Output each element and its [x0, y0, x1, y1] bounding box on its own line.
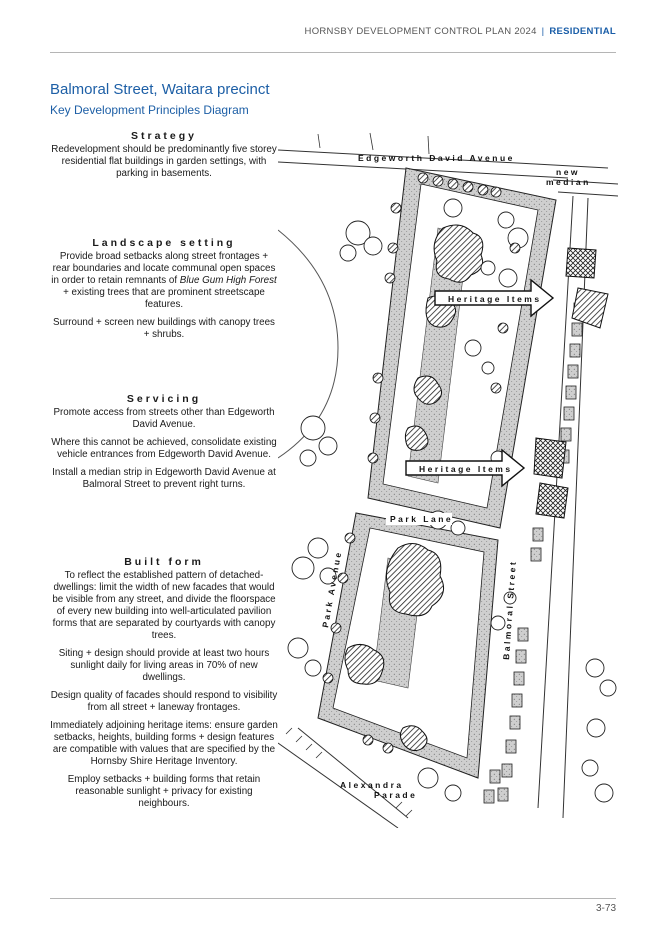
header-document: HORNSBY DEVELOPMENT CONTROL PLAN 2024	[304, 26, 537, 37]
strategy-text-1: Redevelopment should be predominantly fi…	[51, 144, 277, 179]
page-title: Balmoral Street, Waitara precinct	[50, 81, 270, 98]
alexandra-label: Alexandra	[340, 780, 404, 790]
strategy-section: Strategy Redevelopment should be predomi…	[50, 130, 278, 186]
precinct-diagram: Heritage Items Heritage Items Edgeworth …	[278, 132, 618, 828]
built-form-section: Built form To reflect the established pa…	[50, 556, 278, 816]
header-section: RESIDENTIAL	[549, 26, 616, 37]
landscape-text-1-end: + existing trees that are prominent stre…	[63, 287, 265, 310]
built-form-text-4: Immediately adjoining heritage items: en…	[50, 720, 278, 767]
built-form-text-3: Design quality of facades should respond…	[50, 690, 278, 713]
boundary-trees	[322, 172, 521, 754]
landscape-text-1-italic: Blue Gum High Forest	[179, 275, 277, 286]
page-number: 3-73	[595, 903, 616, 914]
landscape-heading: Landscape setting	[92, 237, 236, 249]
servicing-heading: Servicing	[126, 393, 202, 405]
landscape-text-2: Surround + screen new buildings with can…	[53, 317, 275, 340]
servicing-text-3: Install a median strip in Edgeworth Davi…	[52, 467, 276, 490]
heritage-label-2: Heritage Items	[419, 464, 513, 474]
page-subtitle: Key Development Principles Diagram	[50, 103, 249, 117]
servicing-text-2: Where this cannot be achieved, consolida…	[51, 437, 277, 460]
track-ticks	[285, 132, 430, 817]
park-lane-label: Park Lane	[390, 514, 453, 524]
heritage-arrow-2: Heritage Items	[405, 448, 526, 488]
servicing-section: Servicing Promote access from streets ot…	[50, 393, 278, 497]
page-header: HORNSBY DEVELOPMENT CONTROL PLAN 2024 | …	[305, 26, 616, 37]
heritage-items	[533, 247, 609, 519]
built-form-text-2: Siting + design should provide at least …	[58, 648, 270, 683]
footer-rule	[50, 898, 616, 899]
heritage-arrow-1: Heritage Items	[434, 278, 555, 318]
parade-label: Parade	[374, 790, 417, 800]
landscape-text-1-start: Provide broad setbacks along street fron…	[51, 251, 276, 286]
landscape-text-1: Provide broad setbacks along street fron…	[50, 251, 278, 311]
servicing-text-1: Promote access from streets other than E…	[53, 407, 275, 430]
built-form-text-1: To reflect the established pattern of de…	[52, 570, 276, 641]
built-form-heading: Built form	[124, 556, 204, 568]
new-median-label-2: median	[546, 177, 591, 187]
edgeworth-david-avenue-label: Edgeworth David Avenue	[358, 153, 515, 163]
header-separator: |	[541, 26, 545, 37]
strategy-heading: Strategy	[130, 130, 197, 142]
header-rule	[50, 52, 616, 53]
balmoral-street-label: Balmoral Street	[501, 559, 518, 660]
built-form-text-5: Employ setbacks + building forms that re…	[67, 774, 261, 809]
heritage-label-1: Heritage Items	[448, 294, 542, 304]
landscape-section: Landscape setting Provide broad setbacks…	[50, 237, 278, 347]
new-median-label-1: new	[556, 167, 580, 177]
